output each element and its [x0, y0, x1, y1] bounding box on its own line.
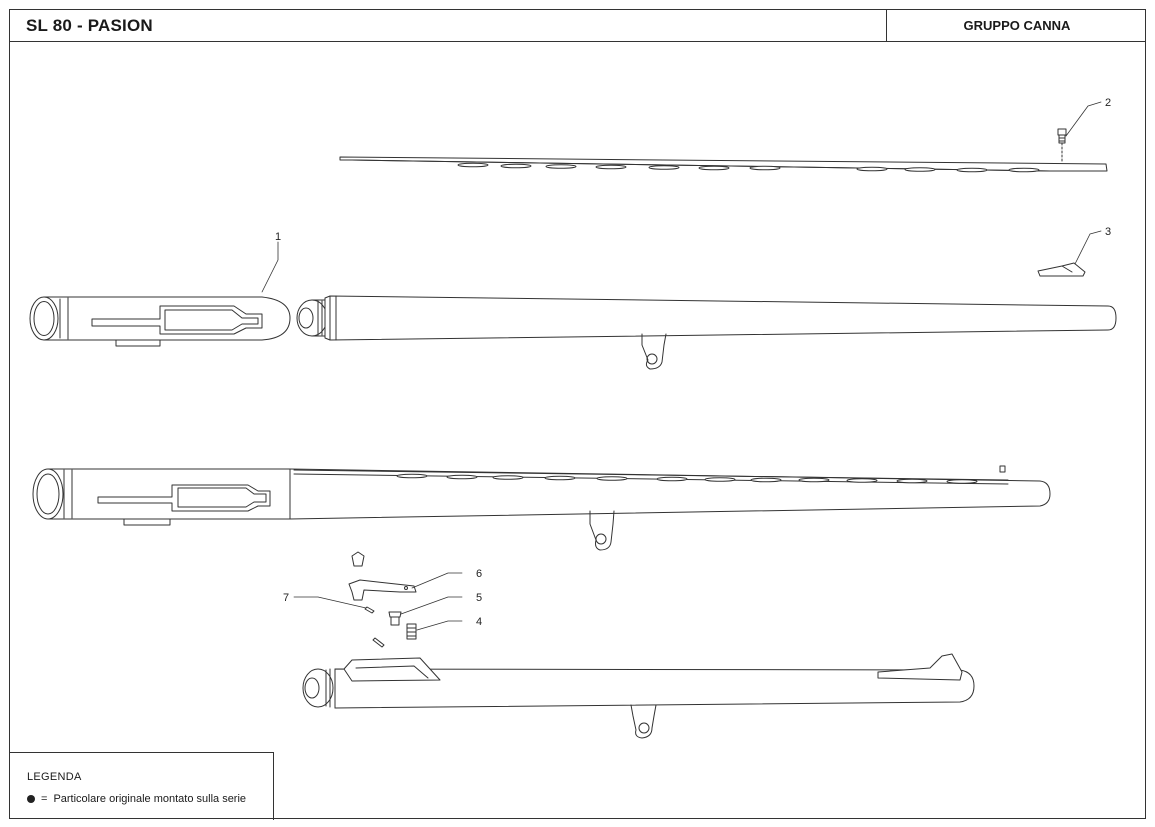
- callout-4: 4: [476, 616, 482, 628]
- legend-text: Particolare originale montato sulla seri…: [53, 793, 247, 805]
- title-divider: [886, 10, 887, 41]
- part-4-spring: [406, 623, 417, 640]
- barrel-assembled: [32, 465, 1051, 551]
- part-5-screw: [388, 611, 402, 626]
- leader-lines: [261, 101, 1102, 631]
- small-roll-pin: [372, 637, 385, 648]
- group-title: GRUPPO CANNA: [963, 18, 1071, 33]
- part-3-rib-insert: [1037, 262, 1086, 277]
- barrel-with-rib: [302, 653, 975, 739]
- bullet-dot-icon: [27, 795, 35, 803]
- barrel-blank: [296, 295, 1117, 370]
- part-2-sight-screw: [1057, 128, 1067, 163]
- callout-3: 3: [1105, 226, 1111, 238]
- callout-5: 5: [476, 592, 482, 604]
- legend-equals: =: [41, 793, 48, 805]
- callout-1: 1: [275, 231, 281, 243]
- title-block: SL 80 - PASION GRUPPO CANNA: [10, 10, 1145, 42]
- ventilated-rib: [339, 156, 1108, 173]
- legend-box: LEGENDA = Particolare originale montato s…: [10, 752, 274, 820]
- callout-7: 7: [283, 592, 289, 604]
- legend-entry: = Particolare originale montato sulla ser…: [27, 793, 246, 805]
- part-1-breech-sleeve: [29, 296, 291, 347]
- callout-2: 2: [1105, 97, 1111, 109]
- model-title: SL 80 - PASION: [26, 16, 153, 35]
- part-6-sight-plate: [348, 579, 417, 601]
- rib-block-part: [351, 551, 365, 567]
- legend-title: LEGENDA: [27, 771, 82, 783]
- callout-6: 6: [476, 568, 482, 580]
